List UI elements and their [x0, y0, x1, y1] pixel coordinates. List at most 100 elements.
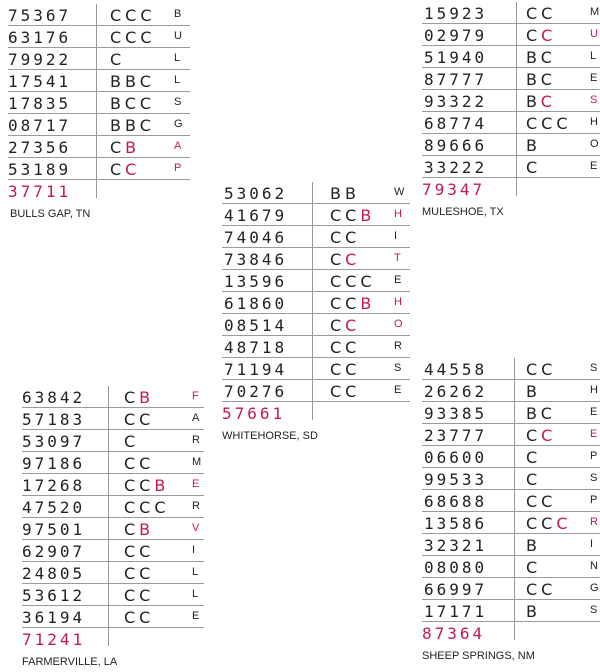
code-letter: C [330, 272, 346, 291]
code-letter: C [526, 492, 542, 511]
row-code: CCC [526, 514, 572, 533]
side-letter: L [174, 74, 181, 86]
row-number: 71194 [224, 360, 288, 379]
side-letter: H [590, 116, 598, 128]
side-letter: M [192, 456, 202, 468]
row-divider [22, 495, 204, 496]
code-letter: B [526, 536, 541, 555]
code-letter: B [139, 388, 155, 407]
row-number: 75367 [8, 6, 72, 25]
row-divider [8, 157, 190, 158]
row-code: BCC [110, 94, 155, 113]
row-code: CC [330, 316, 360, 335]
row-divider [222, 379, 410, 380]
row-number: 08080 [424, 558, 488, 577]
code-letter: C [110, 160, 126, 179]
row-code: CC [526, 580, 556, 599]
side-letter: R [192, 434, 200, 446]
row-number: 51940 [424, 48, 488, 67]
row-number: 48718 [224, 338, 288, 357]
row-divider [422, 445, 600, 446]
row-code: C [526, 448, 541, 467]
code-letter: C [541, 360, 557, 379]
code-letter: B [110, 116, 125, 135]
row-code: BC [526, 404, 556, 423]
side-letter: S [590, 604, 598, 616]
code-letter: C [526, 4, 542, 23]
code-letter: C [110, 50, 126, 69]
code-letter: C [124, 388, 140, 407]
row-number: 02979 [424, 26, 488, 45]
code-letter: C [154, 498, 170, 517]
row-number: 27356 [8, 138, 72, 157]
row-number: 53062 [224, 184, 288, 203]
row-code: CB [110, 138, 140, 157]
code-letter: C [526, 580, 542, 599]
row-number: 53097 [22, 432, 86, 451]
side-letter: A [174, 140, 182, 152]
row-code: CC [526, 360, 556, 379]
code-letter: C [526, 26, 542, 45]
side-letter: R [590, 516, 598, 528]
row-code: C [526, 470, 541, 489]
code-letter: C [541, 26, 557, 45]
side-letter: E [394, 274, 402, 286]
zip-code: 87364 [422, 624, 486, 643]
code-letter: C [330, 360, 346, 379]
code-letter: C [526, 158, 542, 177]
code-letter: C [345, 382, 361, 401]
row-number: 79922 [8, 50, 72, 69]
code-letter: B [360, 294, 376, 313]
code-letter: C [526, 558, 542, 577]
side-letter: P [590, 494, 598, 506]
zip-code: 57661 [222, 404, 286, 423]
code-letter: C [540, 70, 556, 89]
code-letter: C [541, 426, 557, 445]
row-code: BBC [110, 116, 155, 135]
row-number: 44558 [424, 360, 488, 379]
code-letter: C [345, 206, 361, 225]
row-code: CC [124, 586, 154, 605]
code-letter: C [540, 404, 556, 423]
row-code: CC [124, 564, 154, 583]
row-number: 97186 [22, 454, 86, 473]
side-letter: L [192, 566, 199, 578]
row-code: CC [124, 542, 154, 561]
row-divider [22, 407, 204, 408]
code-letter: B [330, 184, 345, 203]
row-divider [22, 605, 204, 606]
row-number: 26262 [424, 382, 488, 401]
row-code: C [526, 158, 541, 177]
row-divider [422, 23, 600, 24]
town-name: MULESHOE, TX [422, 206, 504, 218]
code-letter: B [124, 116, 140, 135]
row-code: CC [526, 26, 556, 45]
column-divider [108, 386, 109, 646]
row-divider [422, 489, 600, 490]
side-letter: O [394, 318, 403, 330]
row-divider [422, 423, 600, 424]
row-code: CC [110, 160, 140, 179]
side-letter: E [192, 478, 200, 490]
code-letter: C [526, 360, 542, 379]
row-divider [422, 599, 600, 600]
row-number: 89666 [424, 136, 488, 155]
code-letter: C [139, 72, 155, 91]
code-letter: C [125, 28, 141, 47]
